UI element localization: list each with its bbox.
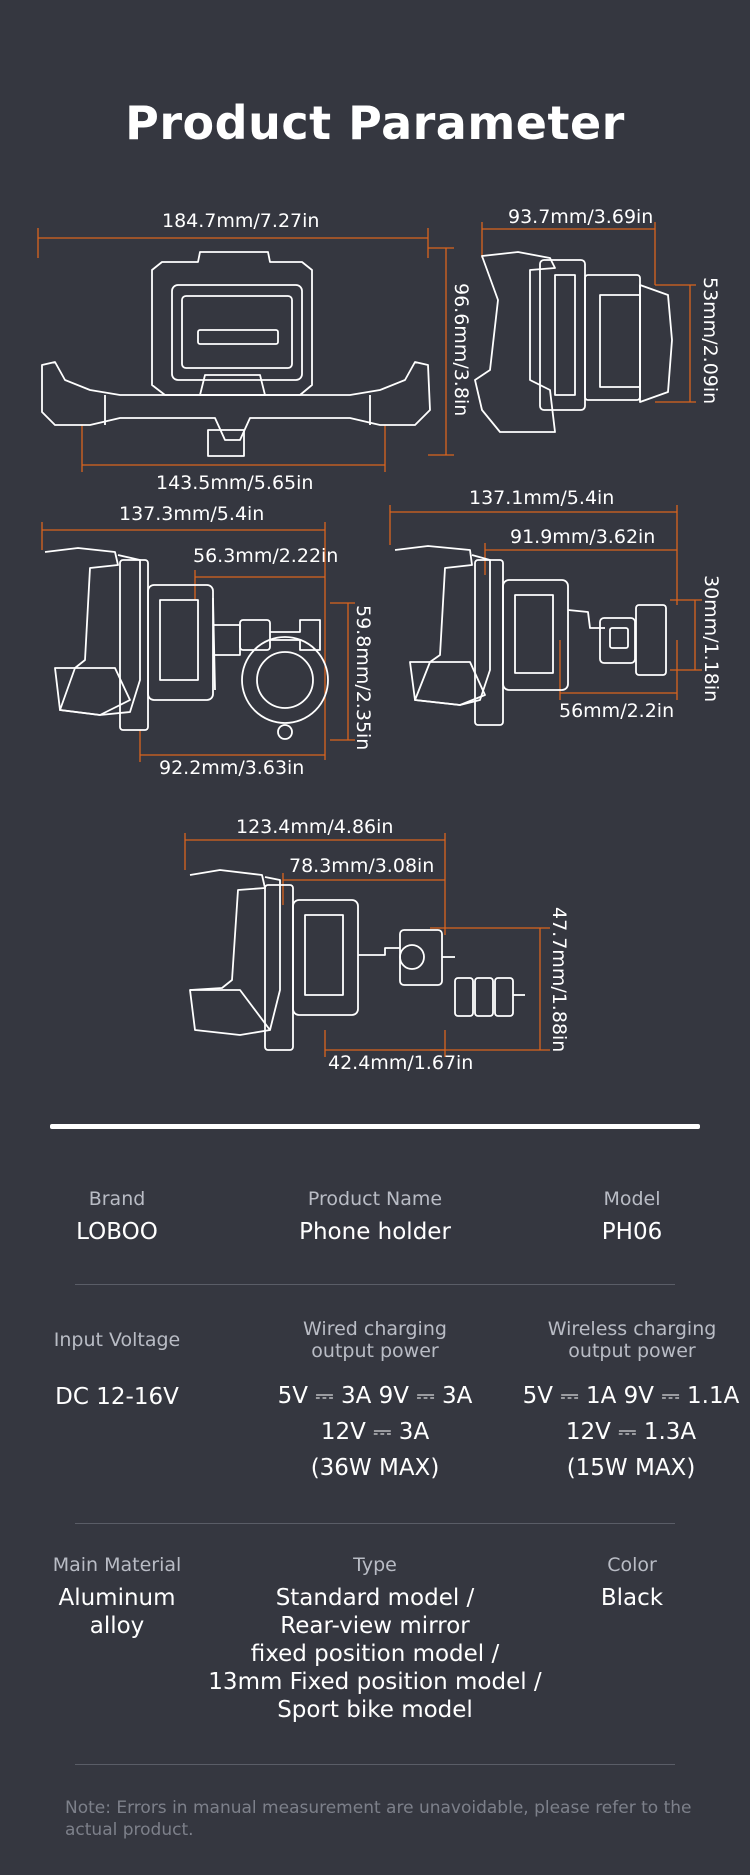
type-value-2: Rear-view mirror — [280, 1613, 470, 1639]
row-separator — [75, 1284, 675, 1285]
wireless-power-value-3: (15W MAX) — [566, 1455, 696, 1481]
dimension-drawings — [37, 222, 702, 1057]
model-value: PH06 — [601, 1219, 663, 1245]
wired-power-label-1: Wired charging — [303, 1318, 447, 1340]
material-value-1: Aluminum — [58, 1585, 176, 1611]
page-title: Product Parameter — [125, 96, 625, 150]
wired-power-label-2: output power — [311, 1340, 439, 1362]
handlebar-height-label: 59.8mm/2.35in — [352, 605, 374, 751]
type-value-1: Standard model / — [275, 1585, 475, 1611]
mirror-mount-drawing — [394, 545, 667, 726]
brand-label: Brand — [88, 1188, 146, 1210]
color-value: Black — [600, 1585, 664, 1611]
mirror-height-label: 30mm/1.18in — [700, 575, 722, 703]
wired-power-value-2: 12V ⎓ 3A — [320, 1419, 430, 1445]
mirror-base-label: 56mm/2.2in — [559, 700, 675, 722]
row-separator — [75, 1764, 675, 1765]
product-name-value: Phone holder — [299, 1219, 451, 1245]
handlebar-arm-label: 56.3mm/2.22in — [193, 545, 339, 567]
wireless-power-value-2: 12V ⎓ 1.3A — [565, 1419, 697, 1445]
wireless-power-label-1: Wireless charging — [547, 1318, 717, 1340]
side-height-label: 53mm/2.09in — [699, 277, 721, 405]
input-voltage-value: DC 12-16V — [55, 1384, 179, 1410]
front-height-label: 96.6mm/3.8in — [450, 283, 472, 417]
model-label: Model — [603, 1188, 661, 1210]
mirror-arm-label: 91.9mm/3.62in — [510, 526, 656, 548]
measurement-note: Note: Errors in manual measurement are u… — [65, 1798, 692, 1840]
row-separator — [75, 1523, 675, 1524]
side-width-label: 93.7mm/3.69in — [508, 206, 654, 228]
side-view-drawing — [474, 251, 673, 433]
fixed13-base-label: 42.4mm/1.67in — [328, 1052, 474, 1074]
handlebar-mount-drawing — [44, 547, 329, 740]
wired-power-value-1: 5V ⎓ 3A 9V ⎓ 3A — [277, 1383, 473, 1409]
fixed13-arm-label: 78.3mm/3.08in — [289, 855, 435, 877]
handlebar-width-label: 137.3mm/5.4in — [119, 503, 265, 525]
wireless-power-label-2: output power — [568, 1340, 696, 1362]
brand-value: LOBOO — [76, 1219, 158, 1245]
color-label: Color — [607, 1554, 657, 1576]
front-base-label: 143.5mm/5.65in — [156, 472, 314, 494]
handlebar-base-label: 92.2mm/3.63in — [159, 757, 305, 779]
type-label: Type — [353, 1554, 397, 1576]
front-width-label: 184.7mm/7.27in — [162, 210, 320, 232]
fixed13-height-label: 47.7mm/1.88in — [548, 907, 570, 1053]
type-value-5: Sport bike model — [277, 1697, 473, 1723]
type-value-3: fixed position model / — [250, 1641, 500, 1667]
product-name-label: Product Name — [307, 1188, 443, 1210]
input-voltage-label: Input Voltage — [53, 1329, 181, 1351]
mirror-width-label: 137.1mm/5.4in — [469, 487, 615, 509]
material-label: Main Material — [52, 1554, 182, 1576]
wired-power-value-3: (36W MAX) — [310, 1455, 440, 1481]
fixed-13mm-mount-drawing — [189, 869, 525, 1051]
section-divider — [50, 1124, 700, 1129]
material-value-2: alloy — [89, 1613, 145, 1639]
type-value-4: 13mm Fixed position model / — [208, 1669, 542, 1695]
wireless-power-value-1: 5V ⎓ 1A 9V ⎓ 1.1A — [522, 1383, 740, 1409]
front-view-drawing — [41, 251, 431, 457]
fixed13-width-label: 123.4mm/4.86in — [236, 816, 394, 838]
